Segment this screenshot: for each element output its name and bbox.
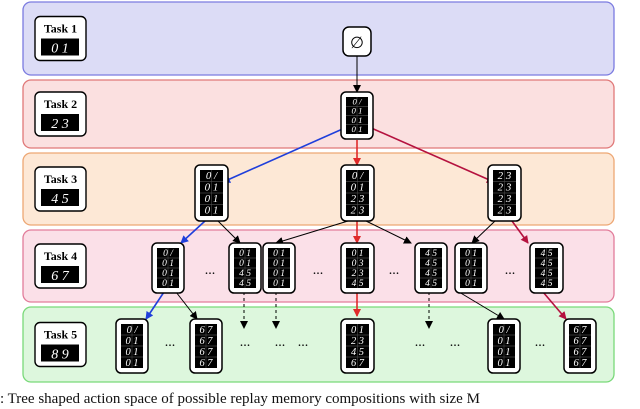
memory-node: 0 10 32 34 5 [340, 242, 375, 294]
ellipsis: ... [240, 335, 251, 350]
figure-caption: : Tree shaped action space of possible r… [0, 391, 480, 407]
tree-edge [458, 291, 505, 320]
task-label-box: Task 5 8 9 [34, 321, 87, 368]
tree-edge [368, 126, 495, 183]
memory-node: 4 54 54 54 5 [414, 242, 448, 294]
thumbnail-digits: 6 7 [351, 358, 365, 369]
task-digits-image [41, 189, 79, 206]
task-digits: 8 9 [51, 348, 69, 363]
thumbnail-digits: 2 3 [351, 193, 365, 205]
root-node: ∅ [342, 26, 372, 57]
task-label: Task 3 [44, 172, 77, 186]
tree-edge [145, 291, 165, 320]
ellipsis: ... [535, 335, 546, 350]
thumbnail-digits: 6 7 [199, 358, 213, 369]
task-label-box: Task 4 6 7 [34, 243, 87, 289]
thumbnail-digits: 6 7 [199, 347, 213, 358]
tree-edge [511, 220, 529, 244]
thumbnail-digits: 6 7 [573, 336, 587, 347]
tree-edge [222, 126, 348, 183]
ellipsis: ... [275, 335, 286, 350]
memory-node: 0 /0 10 10 1 [487, 318, 521, 374]
thumbnail-digits: 0 / [206, 170, 218, 182]
ellipsis: ... [415, 335, 426, 350]
memory-node: 0 /0 10 10 1 [151, 242, 185, 294]
ellipsis: ... [505, 263, 516, 278]
task-band-3: Task 3 4 5 [22, 152, 615, 226]
thumbnail-digits: 2 3 [498, 182, 512, 194]
task-digits: 6 7 [51, 269, 70, 284]
thumbnail-digits: 2 3 [351, 205, 365, 217]
thumbnail-digits: 0 / [163, 249, 174, 259]
thumbnail-digits: 6 7 [573, 347, 587, 358]
thumbnail-digits: 2 3 [498, 170, 512, 182]
task-label-box: Task 2 2 3 [34, 91, 87, 137]
memory-node: 0 12 34 56 7 [340, 318, 375, 374]
task-label-box: Task 3 4 5 [34, 166, 87, 212]
memory-node: 0 /0 10 10 1 [194, 164, 229, 222]
memory-node: 0 10 10 10 1 [262, 242, 296, 294]
ellipses: ................................. [165, 263, 546, 350]
memory-node: 4 54 54 54 5 [529, 242, 564, 294]
task-label: Task 2 [44, 97, 77, 111]
task-label: Task 1 [44, 22, 77, 36]
thumbnail-digits: 2 3 [498, 205, 512, 217]
tree-edge [175, 291, 198, 320]
task-band-2: Task 2 2 3 [22, 79, 615, 149]
ellipsis: ... [313, 263, 324, 278]
memory-node: 0 /0 10 10 1 [115, 318, 149, 374]
task-label: Task 4 [44, 249, 77, 263]
thumbnail-digits: 6 7 [199, 325, 213, 336]
root-symbol: ∅ [350, 35, 364, 52]
memory-node: 0 10 14 54 5 [228, 242, 262, 294]
memory-nodes: 0 /0 10 10 10 /0 10 10 10 /0 12 32 32 32… [115, 91, 597, 374]
task-label-box: Task 1 0 1 [34, 15, 87, 62]
thumbnail-digits: 6 7 [573, 358, 587, 369]
thumbnail-digits: 0 / [127, 325, 139, 336]
thumbnail-digits: 0 / [352, 170, 364, 182]
thumbnail-digits: 0 / [499, 325, 511, 336]
task-digits: 4 5 [51, 192, 69, 207]
task-digits: 2 3 [51, 117, 69, 132]
ellipsis: ... [165, 335, 176, 350]
ellipsis: ... [298, 335, 309, 350]
task-band-5: Task 5 8 9 [22, 306, 615, 383]
task-label: Task 5 [44, 328, 77, 342]
task-digits-image [41, 114, 79, 131]
task-digits-image [41, 38, 79, 56]
task-digits-image [41, 344, 79, 362]
memory-node: 2 32 32 32 3 [487, 164, 522, 222]
thumbnail-digits: 6 7 [199, 336, 213, 347]
memory-node: 6 76 76 76 7 [189, 318, 223, 374]
tree-edge [471, 220, 496, 244]
memory-node: 0 /0 10 10 1 [340, 91, 374, 140]
tree-edge [180, 220, 206, 244]
task-band-1: Task 1 0 1 [22, 1, 615, 76]
task-digits-image [41, 266, 79, 283]
ellipsis: ... [389, 263, 400, 278]
tree-edge [217, 220, 241, 244]
tree-edge [365, 220, 412, 244]
ellipsis: ... [450, 335, 461, 350]
ellipsis: ... [205, 263, 216, 278]
tree-edges [145, 56, 567, 329]
memory-node: 0 10 10 10 1 [454, 242, 488, 294]
memory-node: 6 76 76 76 7 [563, 318, 597, 374]
memory-node: 0 /0 12 32 3 [340, 164, 375, 222]
tree-edge [275, 220, 349, 245]
thumbnail-digits: 6 7 [573, 325, 587, 336]
tree-edge [542, 291, 567, 320]
thumbnail-digits: 2 3 [498, 193, 512, 205]
thumbnail-digits: 0 / [352, 96, 363, 106]
task-digits: 0 1 [51, 42, 69, 57]
